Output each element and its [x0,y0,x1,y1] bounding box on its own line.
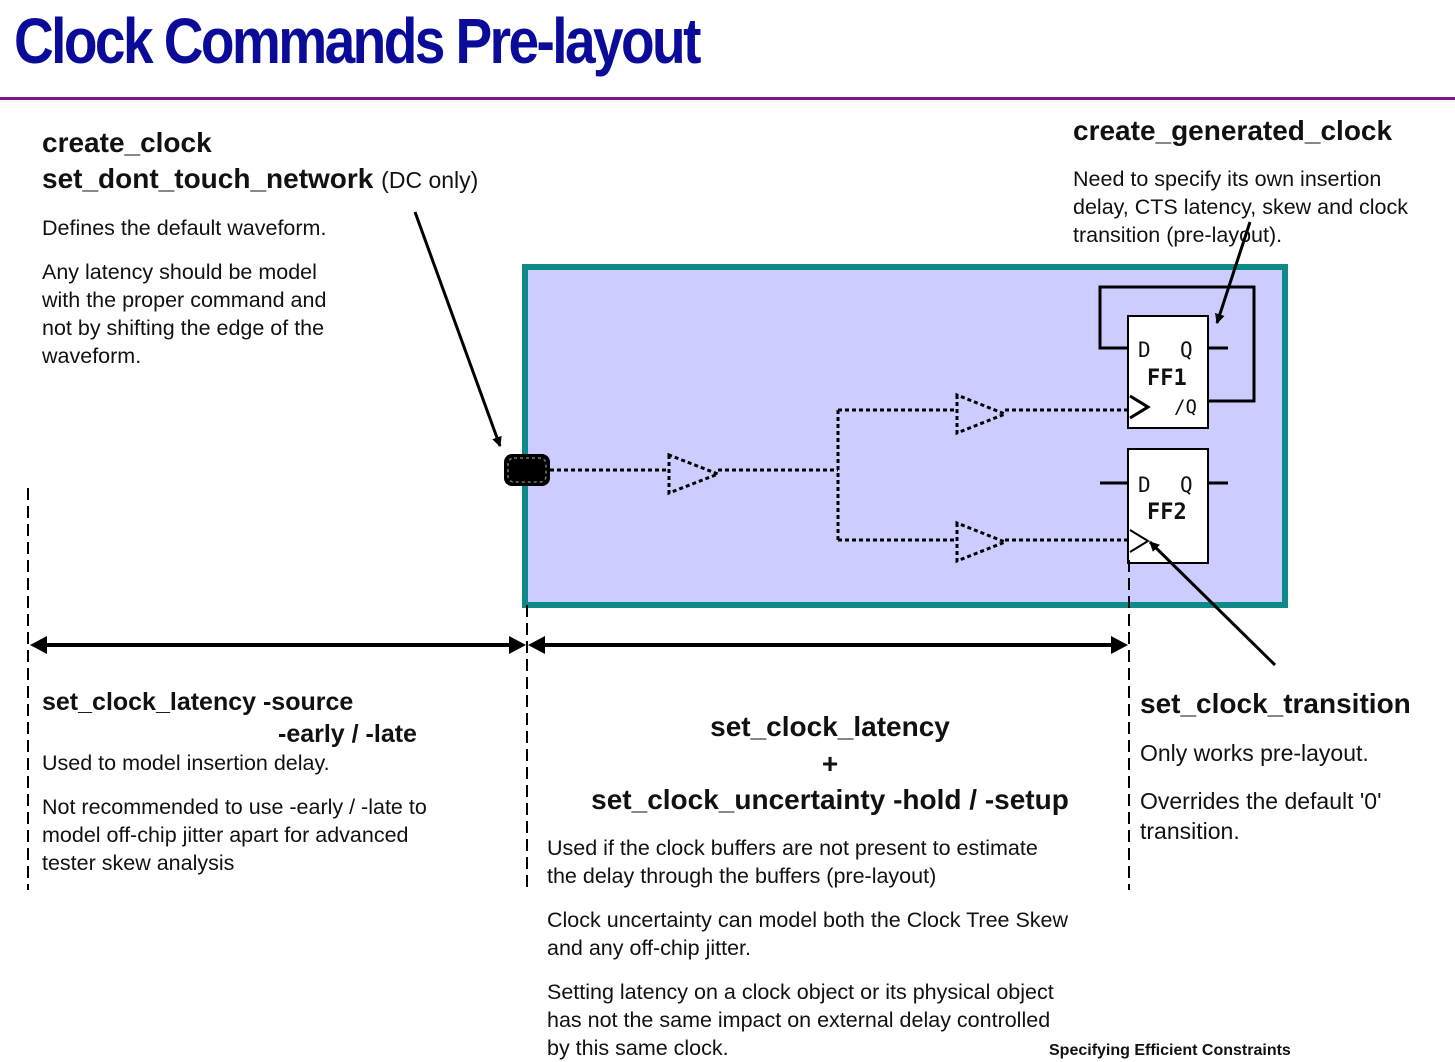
flip-flop-ff2 [1100,448,1228,564]
text-clock-buffers: Used if the clock buffers are not presen… [547,834,1127,890]
cmd-create-generated-clock: create_generated_clock [1073,115,1393,146]
text-insertion-delay: Used to model insertion delay. [42,751,330,775]
cmd-set-dont-touch-network: set_dont_touch_network (DC only) [42,162,478,197]
dashed-guides [27,488,1130,890]
text-line: Clock uncertainty can model both the Clo… [547,908,1069,932]
cmd-set-clock-transition: set_clock_transition [1140,688,1411,719]
text-line: not by shifting the edge of the [42,316,325,340]
cmd-early-late: -early / -late [278,720,417,748]
text-line: waveform. [42,344,142,368]
slide-title: Clock Commands Pre-layout [14,5,701,77]
plus-sign: + [821,748,839,779]
text-only-pre-layout: Only works pre-layout. [1140,740,1369,766]
clock-buffer-ff1 [955,392,1010,436]
ff1-d-label: D [1138,338,1151,362]
cmd-set-clock-latency: set_clock_latency [710,711,950,742]
ff1-q-label: Q [1180,338,1193,362]
text-generated-clock: Need to specify its own insertion delay,… [1073,165,1453,249]
text-line: Any latency should be model [42,260,317,284]
cmd-set-clock-uncertainty: set_clock_uncertainty -hold / -setup [591,784,1069,815]
text-line: delay, CTS latency, skew and clock [1073,195,1408,219]
text-line: transition (pre-layout). [1073,223,1283,247]
text-line: Not recommended to use -early / -late to [42,795,427,819]
text-line: Used if the clock buffers are not presen… [547,836,1038,860]
ff2-name: FF2 [1147,500,1187,525]
footer-text: Specifying Efficient Constraints [1049,1042,1291,1059]
text-line: with the proper command and [42,288,327,312]
text-latency-object: Setting latency on a clock object or its… [547,978,1127,1062]
span-arrows [30,636,1128,654]
clock-buffer-root [667,452,723,496]
cmd-set-clock-latency-source: set_clock_latency -source [42,688,354,716]
text-not-recommended: Not recommended to use -early / -late to… [42,793,512,877]
text-overrides-default: Overrides the default '0' transition. [1140,786,1440,846]
dc-only-note: (DC only) [381,167,479,193]
ff2-q-label: Q [1180,473,1193,497]
callout-arrow-transition [1148,540,1277,667]
text-line: Setting latency on a clock object or its… [547,980,1054,1004]
ff1-qbar-label: /Q [1174,396,1197,418]
clock-port [504,454,550,486]
text-default-waveform: Defines the default waveform. [42,216,327,240]
text-line: Need to specify its own insertion [1073,167,1382,191]
text-uncertainty: Clock uncertainty can model both the Clo… [547,906,1127,962]
text-line: and any off-chip jitter. [547,936,751,960]
callout-arrow-clock-port [413,211,502,447]
text-line: the delay through the buffers (pre-layou… [547,864,937,888]
text-latency-model: Any latency should be model with the pro… [42,258,422,370]
text-line: transition. [1140,818,1240,844]
text-line: by this same clock. [547,1036,729,1060]
text-line: model off-chip jitter apart for advanced [42,823,409,847]
text-line: has not the same impact on external dela… [547,1008,1051,1032]
cmd-set-dont-touch-network-label: set_dont_touch_network [42,163,374,194]
callout-arrow-generated-clock [1215,221,1252,324]
title-divider [0,97,1455,100]
clock-buffer-ff2 [955,520,1010,564]
cmd-create-clock: create_clock [42,127,212,158]
text-line: tester skew analysis [42,851,235,875]
ff2-d-label: D [1138,473,1151,497]
clock-network [550,392,1127,564]
flip-flop-ff1 [1098,285,1256,429]
text-line: Overrides the default '0' [1140,788,1382,814]
ff1-name: FF1 [1147,366,1187,391]
